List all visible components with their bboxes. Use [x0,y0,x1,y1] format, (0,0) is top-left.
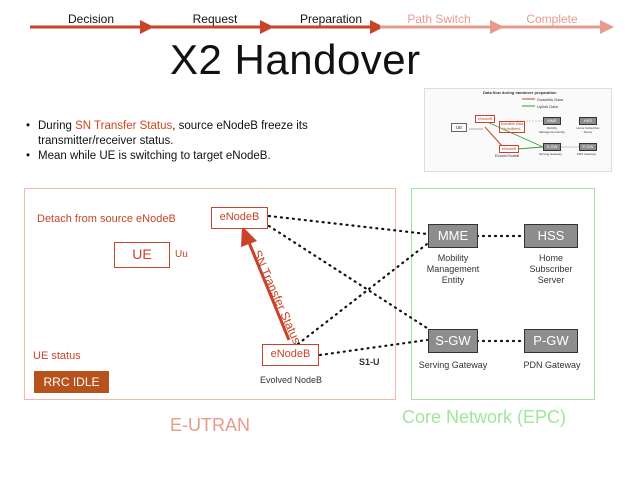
thumbnail-legend-downlink: Downlink Data [537,97,563,102]
bullet-list: • During SN Transfer Status, source eNod… [26,119,356,164]
pgw-node: P-GW [524,329,578,353]
thumbnail-hss-sub: Home Subscriber Server [576,126,600,134]
bullet-dot-icon: • [26,150,31,162]
hss-sublabel: Home Subscriber Server [529,253,573,285]
thumbnail-hss: HSS [579,117,597,125]
hss-node: HSS [524,224,578,248]
uu-label: Uu [175,249,188,260]
thumbnail-diagram: Data flow during handover preparation Do… [424,88,612,172]
stage-preparation: Preparation [299,12,363,26]
thumbnail-legend-uplink: Uplink Data [537,104,558,109]
thumbnail-pgw: P-GW [579,143,597,151]
target-enodeb-sublabel: Evolved NodeB [259,375,323,385]
eutran-region [24,188,396,400]
core-network-region [411,188,595,400]
sn-transfer-arrow-line [246,239,291,341]
bullet-item: • Mean while UE is switching to target e… [26,150,271,162]
bullet-item: • During SN Transfer Status, source eNod… [26,120,308,132]
eutran-region-label: E-UTRAN [170,415,250,435]
thumbnail-buffer-note: Downlink Data to buffered [499,121,525,133]
ue-status-label: UE status [33,350,81,362]
thumbnail-enb-sub: Evolved NodeB [495,154,520,158]
detach-label: Detach from source eNodeB [37,213,176,225]
sn-transfer-arrow-head [241,226,257,247]
thumbnail-sgw-sub: Serving Gateway [539,152,562,156]
mme-node: MME [428,224,478,248]
target-enodeb: eNodeB [262,344,319,366]
thumbnail-enodeb-top: eNodeB [475,115,495,123]
arrow-preparation-head [370,20,384,34]
sgw-sublabel: Serving Gateway [418,360,488,370]
rrc-state-badge: RRC IDLE [34,371,109,393]
arrow-complete-head [600,20,614,34]
thumbnail-sgw: S-GW [543,143,561,151]
stage-request: Request [192,12,238,26]
thumbnail-lines [469,98,579,150]
ue-node: UE [114,242,170,268]
thumbnail-mme: MME [543,117,561,125]
highlight-sn-transfer-status: SN Transfer Status [75,120,173,132]
thumbnail-heading: Data flow during handover preparation [483,90,557,95]
mme-sublabel: Mobility Management Entity [426,253,480,285]
sgw-node: S-GW [428,329,478,353]
link-target-enb-sgw-s1u [318,338,429,357]
s1u-label: S1-U [359,357,380,367]
arrow-request-head [260,20,274,34]
source-enodeb: eNodeB [211,207,268,229]
core-network-region-label: Core Network (EPC) [402,407,567,427]
link-target-enb-mme [296,242,429,346]
arrow-pathswitch-head [490,20,504,34]
arrow-decision-head [140,20,154,34]
pgw-sublabel: PDN Gateway [523,360,581,370]
link-source-enb-mme [267,214,429,236]
thumbnail-enodeb-bottom: eNodeB [499,145,519,153]
stage-path-switch: Path Switch [407,12,471,26]
stage-decision: Decision [67,12,115,26]
page-title: X2 Handover [170,36,421,83]
thumbnail-pgw-sub: PDN Gateway [577,152,597,156]
thumbnail-mme-sub: Mobility Management Entity [539,126,565,134]
link-source-enb-sgw [267,224,429,330]
bullet-continuation: transmitter/receiver status. [38,135,174,147]
bullet-dot-icon: • [26,120,31,132]
thumbnail-ue: UE [451,123,467,132]
process-arrow-bar [30,20,614,34]
stage-complete: Complete [526,12,578,26]
